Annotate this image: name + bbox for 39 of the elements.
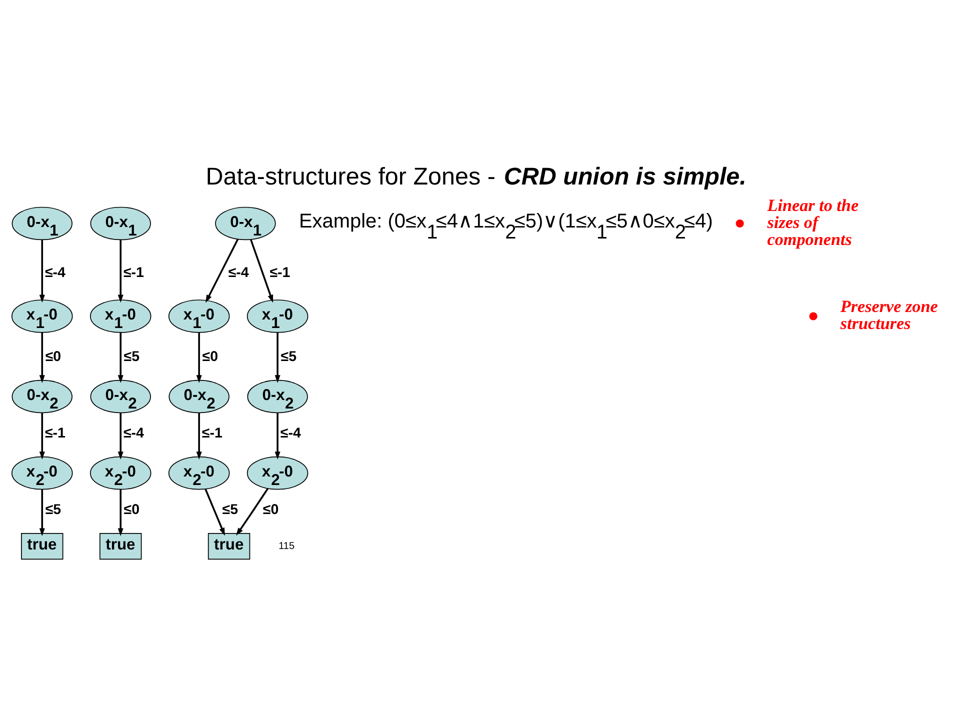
edge-label: ≤0 <box>124 502 140 518</box>
edge-label: ≤0 <box>45 349 62 366</box>
arrow <box>39 332 45 384</box>
arrow <box>196 412 202 460</box>
arrow <box>39 489 45 536</box>
arrow <box>236 488 269 536</box>
label: 115 <box>278 540 295 552</box>
arrow <box>39 240 45 303</box>
edge-label: ≤-1 <box>123 264 144 281</box>
node-box: true <box>99 533 142 560</box>
edge-label: ≤0 <box>202 349 218 366</box>
arrow <box>39 412 45 460</box>
arrow <box>196 332 202 384</box>
edge-label: ≤-1 <box>44 426 66 442</box>
edge-label: ≤5 <box>124 349 140 366</box>
arrow <box>118 332 124 384</box>
edge-label: ≤0 <box>262 502 279 518</box>
arrow <box>204 488 225 536</box>
edge-label: ≤-4 <box>44 264 66 281</box>
edge-label: ≤-1 <box>270 264 290 281</box>
edge-label: ≤5 <box>222 502 238 518</box>
arrow <box>118 240 124 303</box>
arrow <box>250 239 274 303</box>
arrow <box>118 412 124 460</box>
edge-label: ≤-1 <box>202 426 222 442</box>
edge-label: ≤5 <box>280 349 297 366</box>
label: Preserve zone structures <box>840 297 938 334</box>
edge-label: ≤5 <box>45 502 62 518</box>
node-box: true <box>208 533 250 560</box>
edge-label: ≤-4 <box>280 426 301 442</box>
arrow <box>274 412 280 460</box>
diagram-title: Data-structures for Zones - CRD union is simple. <box>206 163 746 190</box>
edge-label: ≤-4 <box>228 264 249 281</box>
edge-label: ≤-4 <box>123 426 144 442</box>
label: Linear to the sizes of components <box>767 196 859 250</box>
arrow <box>118 489 124 536</box>
node-box: true <box>21 533 64 560</box>
arrow <box>206 238 239 303</box>
arrow <box>274 332 280 384</box>
